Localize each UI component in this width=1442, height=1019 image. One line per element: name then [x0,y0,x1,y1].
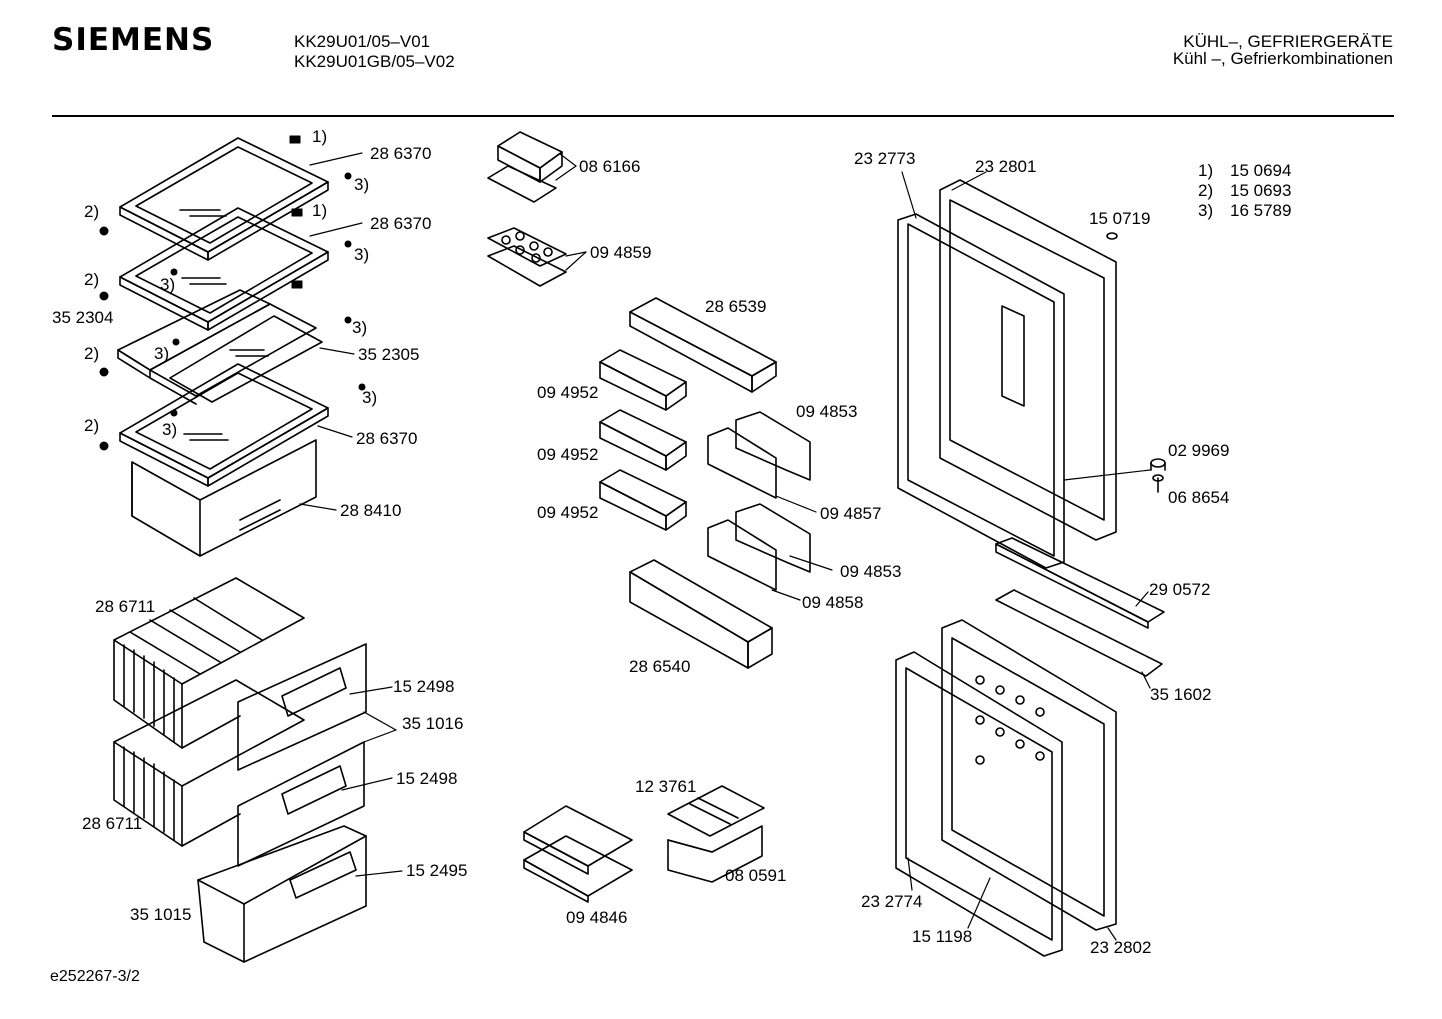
part-label-068654: 06 8654 [1168,488,1230,507]
callout-2: 2) [84,416,100,435]
crisper-drawer [132,440,316,556]
part-label-094853: 09 4853 [840,562,902,581]
trim-strip [996,590,1162,676]
part-label-086166: 08 6166 [579,157,641,176]
part-label-152498: 15 2498 [396,769,458,788]
bottom-drawer [198,826,366,962]
part-label-352305: 35 2305 [358,345,420,364]
part-label-351015: 35 1015 [130,905,192,924]
drawer-front-lower [238,742,364,866]
document-id: e252267-3/2 [50,968,140,985]
fridge-door-gasket [898,214,1064,568]
freezer-door-inner [942,620,1116,930]
ice-cube-tray [668,786,764,882]
part-label-288410: 28 8410 [340,501,402,520]
glass-shelf-3 [120,364,328,486]
callout-3: 3) [154,344,170,363]
ice-packs [524,806,632,902]
callout-3: 3) [162,420,178,439]
part-label-286540: 28 6540 [629,657,691,676]
part-label-029969: 02 9969 [1168,441,1230,460]
fridge-door-inner [940,180,1116,540]
part-label-094853: 09 4853 [796,402,858,421]
part-label-150719: 15 0719 [1089,209,1151,228]
callout-3: 3) [354,245,370,264]
glass-shelf-1 [120,138,328,260]
small-door-bins [600,350,686,530]
part-label-080591: 08 0591 [725,866,787,885]
door-shelf-large [630,298,776,392]
butter-dish [488,132,562,202]
freezer-door-gasket [896,652,1062,956]
part-label-151198: 15 1198 [912,927,973,946]
part-label-286370: 28 6370 [370,214,432,233]
legend-key-3: 3) [1198,201,1214,220]
door-shelf-bottom [630,560,772,668]
split-shelf [118,290,322,404]
callout-2: 2) [84,202,100,221]
leader-lines [300,153,1150,940]
legend-key-1: 1) [1198,161,1214,180]
handle-trim [996,538,1164,628]
part-label-286539: 28 6539 [705,297,767,316]
part-label-352304: 35 2304 [52,308,114,327]
callout-1: 1) [312,201,328,220]
wire-basket-lower [114,680,304,846]
egg-tray [488,228,566,286]
part-label-286711: 28 6711 [82,814,143,833]
part-label-286370: 28 6370 [370,144,432,163]
part-label-232774: 23 2774 [861,892,923,911]
category-subtitle: Kühl –, Gefrierkombinationen [1172,49,1393,68]
part-label-152495: 15 2495 [406,861,468,880]
part-label-094859: 09 4859 [590,243,652,262]
glass-shelf-2 [120,208,328,330]
category-title: KÜHL–, GEFRIERGERÄTE [1183,32,1393,51]
part-label-094858: 09 4858 [802,593,864,612]
callout-3: 3) [160,275,176,294]
part-label-094952: 09 4952 [537,445,599,464]
header-divider [52,115,1394,117]
part-label-232773: 23 2773 [854,149,916,168]
shelf-clips [100,136,365,450]
part-label-290572: 29 0572 [1149,580,1211,599]
brand-logo: SIEMENS [52,22,215,58]
part-label-094857: 09 4857 [820,504,882,523]
callout-2: 2) [84,344,100,363]
fasteners [1107,233,1165,492]
callout-2: 2) [84,270,100,289]
callout-3: 3) [352,318,368,337]
callout-1: 1) [312,127,328,146]
bottle-holders [708,412,810,590]
part-label-351016: 35 1016 [402,714,464,733]
legend-key-2: 2) [1198,181,1214,200]
part-label-351602: 35 1602 [1150,685,1212,704]
model-number-1: KK29U01/05–V01 [294,32,431,51]
callout-3: 3) [362,388,378,407]
legend-part-3: 16 5789 [1230,201,1292,220]
part-label-123761: 12 3761 [635,777,697,796]
part-label-094846: 09 4846 [566,908,628,927]
legend-part-2: 15 0693 [1230,181,1292,200]
part-label-232801: 23 2801 [975,157,1037,176]
model-number-2: KK29U01GB/05–V02 [294,52,455,71]
callout-3: 3) [354,175,370,194]
part-label-094952: 09 4952 [537,503,599,522]
part-label-232802: 23 2802 [1090,938,1152,957]
part-label-286711: 28 6711 [95,597,156,616]
part-label-094952: 09 4952 [537,383,599,402]
part-label-152498: 15 2498 [393,677,455,696]
part-label-286370: 28 6370 [356,429,418,448]
legend-part-1: 15 0694 [1230,161,1292,180]
